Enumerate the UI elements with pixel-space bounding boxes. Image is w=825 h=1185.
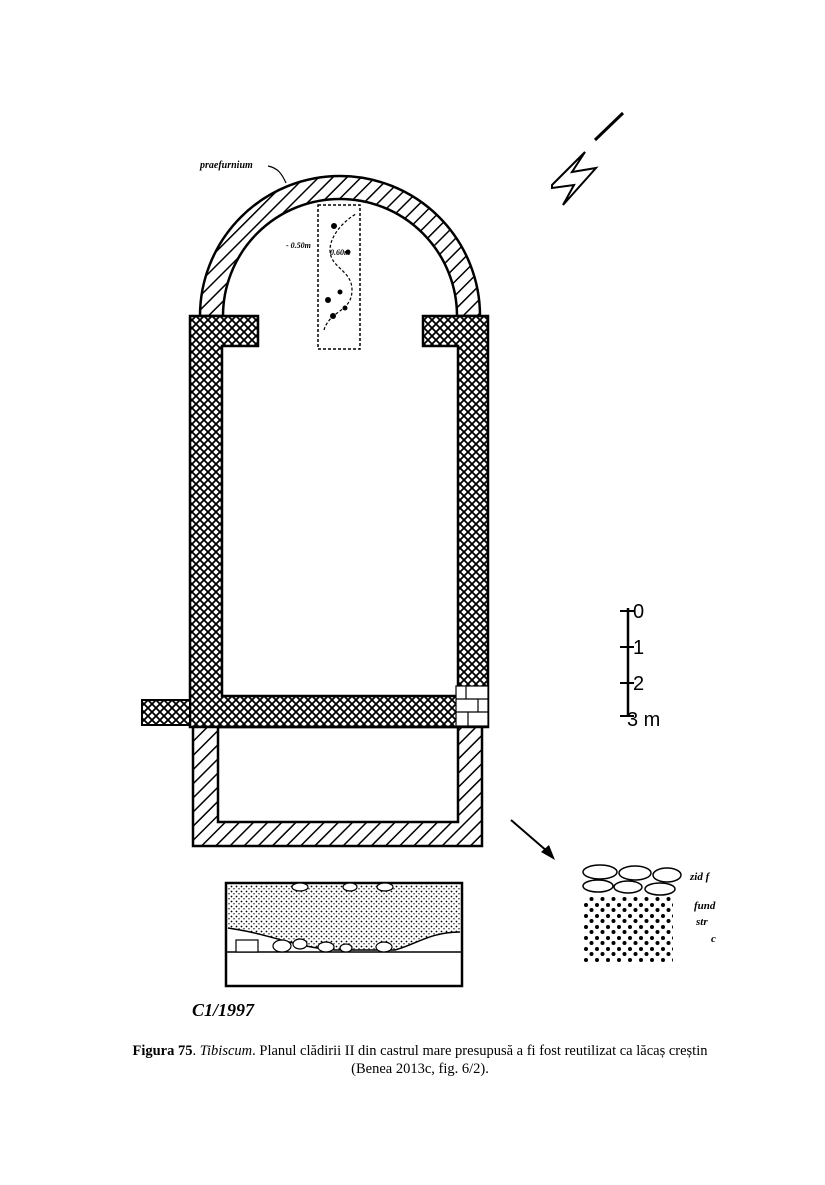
drawing-signature: C1/1997 [192,1000,255,1020]
scale-tick-0: 0 [633,601,644,623]
scale-tick-1: 1 [633,637,644,659]
figure-caption: Figura 75. Tibiscum. Planul clădirii II … [100,1042,740,1078]
scale-tick-2: 2 [633,673,644,695]
apse-annotation: praefurnium [199,160,253,171]
excavation-section [224,881,464,988]
annotation-leader [267,165,287,184]
depth-label-1: - 0.50m [286,241,311,250]
figure-site: Tibiscum [199,1043,253,1059]
section-arrow-icon [510,819,555,860]
figure-label: Figura 75 [132,1043,193,1059]
wall-section-detail: zid f fund str c [582,864,716,962]
section-label-1: zid f [689,871,711,883]
section-label-3: str [695,916,708,928]
figure-text: . Planul clădirii II din castrul mare pr… [252,1043,708,1059]
apse-trench [317,204,361,350]
figure-reference: (Benea 2013c, fig. 6/2). [351,1061,489,1077]
caption-sep: . [192,1043,200,1059]
nave-walls [188,314,490,729]
narthex-walls [191,725,484,848]
section-label-4: c [711,933,716,945]
scale-bar: 0 1 2 3 m [620,601,660,731]
depth-label-2: 0.60m [330,248,350,257]
scale-tick-3: 3 m [627,709,660,731]
brick-corner-block [455,685,489,727]
north-arrow-icon [551,111,625,206]
wall-stub-left [141,699,191,726]
section-label-2: fund [694,900,716,912]
